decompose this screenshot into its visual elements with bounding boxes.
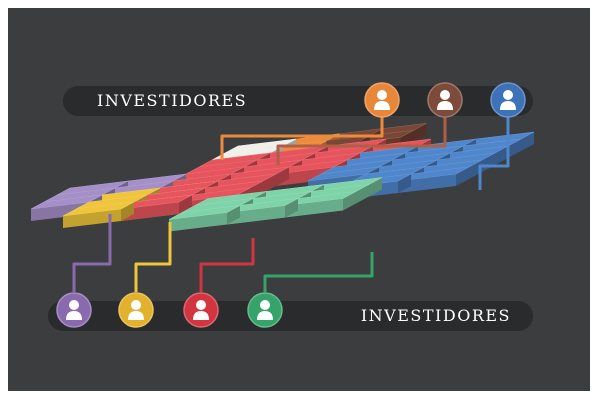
block-side-face	[495, 146, 508, 165]
block-front-face	[227, 205, 285, 225]
block-side-face	[227, 205, 240, 225]
block-yellow	[62, 201, 135, 228]
user-icon	[247, 292, 283, 328]
connector-lines	[72, 116, 510, 292]
block-side-face	[369, 177, 382, 197]
block-front-face	[285, 198, 343, 218]
person-head	[503, 90, 513, 100]
block-front-face	[63, 209, 121, 228]
investor-ring	[56, 292, 92, 328]
person-body	[257, 311, 273, 320]
block-top-face	[62, 201, 135, 217]
connector-investor-purple	[72, 214, 112, 292]
user-icon	[364, 82, 400, 118]
block-green	[168, 205, 241, 232]
investor-ring	[247, 292, 283, 328]
block-side-face	[469, 160, 482, 179]
person-head	[196, 300, 206, 310]
block-front-face	[121, 202, 179, 221]
stacked-blocks	[30, 123, 535, 232]
investor-ring	[427, 82, 463, 118]
block-side-face	[179, 195, 192, 214]
connector-investor-yellow	[134, 222, 172, 292]
bottom-label: INVESTIDORES	[360, 306, 511, 325]
block-red	[120, 194, 193, 221]
block-side-face	[343, 191, 356, 211]
person-head	[69, 300, 79, 310]
person-body	[128, 311, 144, 320]
connector-investor-brown	[276, 116, 447, 165]
person-body	[374, 101, 390, 110]
block-side-face	[263, 174, 276, 193]
person-head	[440, 90, 450, 100]
block-side-face	[508, 139, 521, 158]
block-side-face	[276, 167, 289, 186]
person-body	[66, 311, 82, 320]
block-front-face	[276, 167, 334, 186]
person-head	[131, 300, 141, 310]
person-body	[437, 101, 453, 110]
investor-ring	[183, 292, 219, 328]
block-front-face	[31, 202, 89, 221]
connector-investor-orange	[220, 116, 384, 160]
user-icon	[427, 82, 463, 118]
block-side-face	[521, 132, 534, 151]
person-head	[260, 300, 270, 310]
block-side-face	[285, 198, 298, 218]
connector-investor-red	[199, 238, 255, 292]
block-front-face	[169, 212, 227, 232]
connector-investor-blue	[478, 116, 510, 190]
block-side-face	[413, 123, 427, 143]
top-label: INVESTIDORES	[97, 91, 248, 110]
person-body	[193, 311, 209, 320]
block-side-face	[356, 184, 369, 204]
investor-ring	[364, 82, 400, 118]
block-side-face	[398, 174, 411, 193]
block-front-face	[398, 174, 456, 193]
person-head	[377, 90, 387, 100]
user-icon	[183, 292, 219, 328]
person-body	[500, 101, 516, 110]
user-icon	[56, 292, 92, 328]
user-icon	[118, 292, 154, 328]
investor-ring	[490, 82, 526, 118]
investor-ring	[118, 292, 154, 328]
block-side-face	[456, 167, 469, 186]
block-top-face	[168, 205, 241, 220]
connector-investor-green	[263, 252, 374, 292]
user-icon	[490, 82, 526, 118]
block-side-face	[121, 202, 134, 221]
